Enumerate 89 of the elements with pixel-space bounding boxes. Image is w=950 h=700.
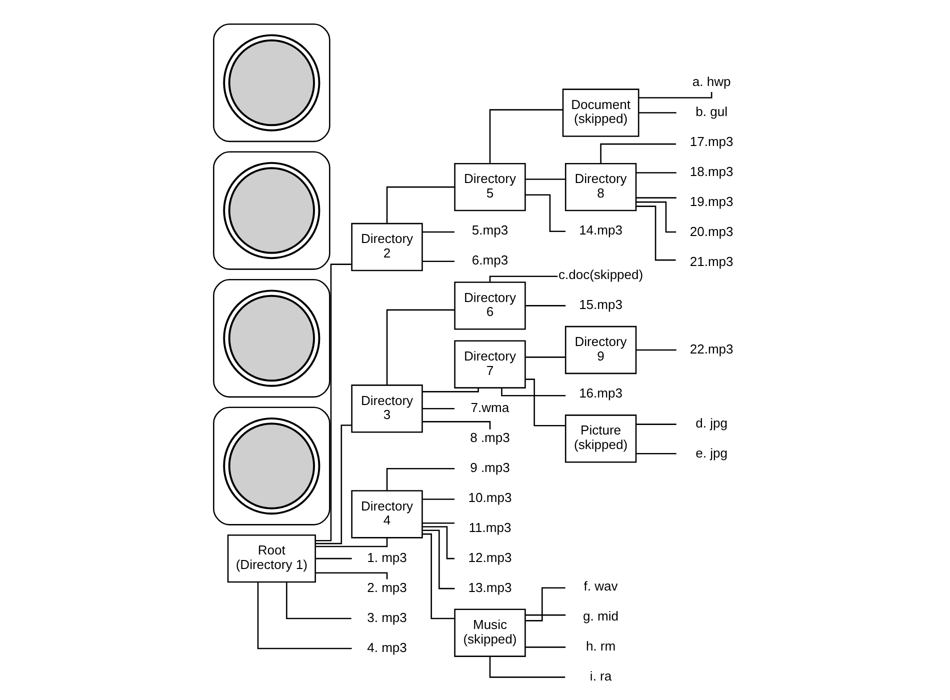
cluster (212, 406, 330, 526)
connector (422, 231, 454, 233)
connector (525, 194, 566, 232)
cluster (212, 151, 330, 270)
connector (386, 186, 455, 224)
node-text: e. jpg (696, 446, 728, 461)
node-box: Directory 6 (454, 282, 526, 330)
node-text: 14.mp3 (579, 222, 622, 238)
connector (525, 378, 566, 426)
connector (526, 178, 566, 180)
connector (489, 109, 563, 164)
node-text: 17.mp3 (690, 134, 734, 149)
node-text: 2. mp3 (367, 580, 407, 595)
node-text: 1. mp3 (367, 550, 407, 565)
connector (286, 582, 352, 620)
node-text: 10.mp3 (468, 490, 512, 505)
connector (636, 197, 676, 198)
connector (526, 646, 566, 648)
node-text: 18.mp3 (690, 164, 734, 179)
connector (636, 206, 676, 261)
node-box: Root (Directory 1) (227, 534, 316, 583)
connector (422, 260, 454, 262)
node-text: 13.mp3 (468, 580, 512, 595)
connector (316, 558, 352, 560)
connector (315, 264, 352, 542)
connector (636, 349, 676, 351)
connector (422, 408, 454, 410)
node-text: 20.mp3 (690, 224, 734, 239)
node-box: Directory 7 (454, 340, 526, 388)
connector (489, 276, 558, 282)
cluster (212, 278, 330, 398)
connector (422, 498, 454, 500)
connector (636, 201, 676, 233)
node-text: 6.mp3 (472, 252, 508, 268)
node-picture (223, 34, 320, 132)
node-text: 21.mp3 (690, 254, 734, 269)
node-text: i. ra (590, 668, 612, 684)
connector (489, 656, 566, 678)
connector (526, 356, 566, 358)
node-box: Document (skipped) (562, 88, 640, 137)
connector (636, 452, 676, 454)
cluster (212, 23, 330, 142)
node-text: 16.mp3 (579, 386, 622, 401)
connector (386, 468, 455, 490)
connector (636, 172, 676, 174)
node-text: 11.mp3 (468, 520, 512, 535)
connector (600, 143, 676, 164)
node-box: Music (skipped) (454, 608, 526, 657)
node-text: h. rm (586, 638, 616, 654)
node-text: d. jpg (696, 416, 728, 431)
node-text: 4. mp3 (367, 640, 407, 655)
connector (638, 112, 676, 114)
node-text: 19.mp3 (690, 194, 734, 209)
node-box: Directory 9 (564, 326, 637, 374)
node-box: Directory 2 (351, 222, 423, 272)
node-text: 8 .mp3 (470, 430, 510, 445)
connector (526, 614, 566, 616)
node-text: 5.mp3 (472, 222, 508, 238)
node-text: f. wav (584, 578, 618, 594)
connector (257, 582, 352, 650)
connector (422, 530, 455, 590)
connector (315, 424, 352, 544)
connector (501, 388, 566, 396)
node-text: 9 .mp3 (470, 460, 510, 475)
node-picture (223, 417, 320, 515)
connector (526, 305, 566, 306)
node-box: Directory 8 (564, 162, 637, 212)
connector (422, 533, 455, 620)
connector (422, 526, 454, 560)
node-text: a. hwp (692, 74, 731, 90)
node-text: c.doc(skipped) (558, 266, 644, 282)
node-picture (223, 290, 320, 387)
node-text: 15.mp3 (579, 296, 622, 312)
node-picture (223, 162, 320, 260)
connector (316, 538, 388, 548)
node-text: 22.mp3 (690, 341, 734, 356)
connector (422, 522, 454, 524)
connector (526, 587, 566, 622)
node-box: Directory 3 (351, 384, 423, 433)
connector (636, 424, 676, 425)
node-box: Picture (skipped) (564, 414, 637, 463)
connector (386, 309, 455, 385)
node-text: 3. mp3 (367, 610, 407, 625)
node-box: Directory 5 (454, 162, 526, 212)
node-text: 7.wma (470, 400, 510, 415)
node-text: b. gul (696, 104, 728, 120)
node-text: g. mid (583, 608, 619, 624)
node-text: 12.mp3 (468, 550, 512, 565)
node-box: Directory 4 (351, 490, 423, 538)
